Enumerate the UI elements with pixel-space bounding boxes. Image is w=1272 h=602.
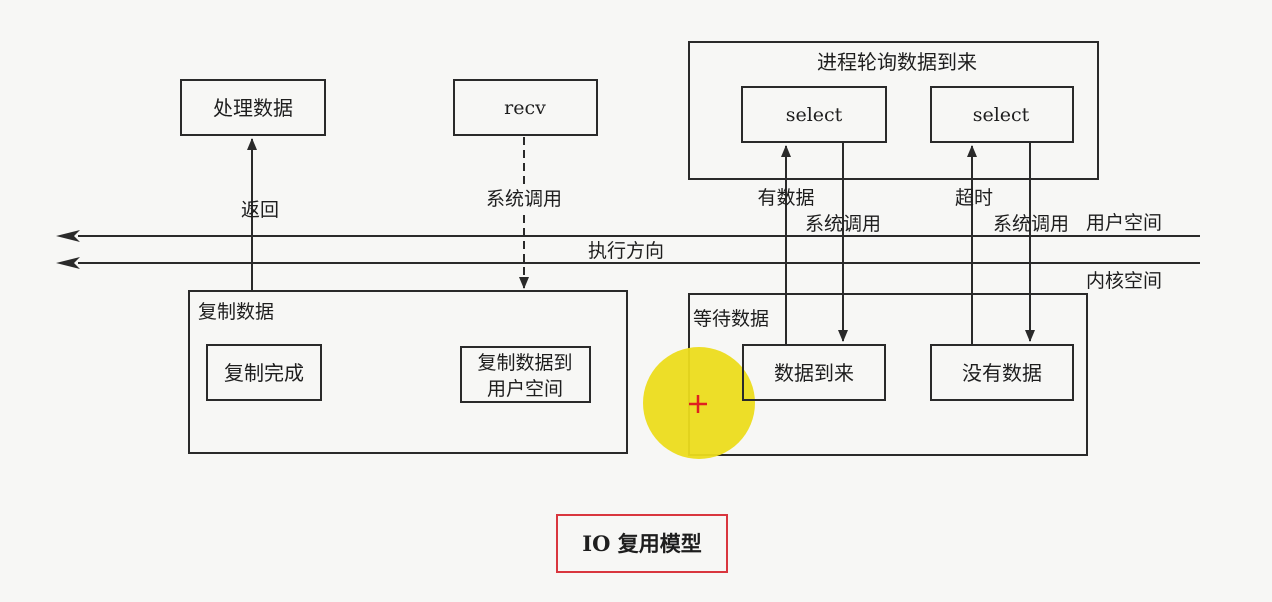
kernel-space-arrowhead — [56, 257, 80, 269]
select-box-2 — [930, 86, 1074, 143]
caption-frame — [556, 514, 728, 573]
copy-complete-box — [206, 344, 322, 401]
timeout-label: 超时 — [955, 187, 993, 209]
copy-complete-label: 复制完成 — [224, 361, 304, 385]
recv-box — [453, 79, 598, 136]
cursor-crosshair-icon — [689, 395, 707, 413]
caption: IO 复用模型 — [582, 531, 701, 556]
kernel-space-label: 内核空间 — [1086, 270, 1162, 292]
recv-syscall-label: 系统调用 — [486, 188, 562, 210]
process-data-box — [180, 79, 326, 136]
execution-direction-label: 执行方向 — [588, 240, 664, 262]
wait-data-group-label: 等待数据 — [693, 308, 769, 330]
user-space-label: 用户空间 — [1086, 212, 1162, 234]
select-label-1: select — [786, 104, 843, 126]
copy-to-user-box — [460, 346, 591, 403]
copy-data-group-label: 复制数据 — [198, 301, 274, 323]
syscall-label-2: 系统调用 — [993, 213, 1069, 235]
no-data-box — [930, 344, 1074, 401]
recv-label: recv — [504, 97, 546, 119]
polling-group-label: 进程轮询数据到来 — [817, 50, 977, 74]
polling-group — [688, 41, 1099, 180]
process-data-label: 处理数据 — [213, 96, 293, 120]
copy-to-user-line2: 用户空间 — [487, 378, 563, 400]
return-label: 返回 — [241, 199, 279, 221]
no-data-label: 没有数据 — [962, 361, 1042, 385]
data-arrived-label: 数据到来 — [774, 361, 854, 385]
has-data-label: 有数据 — [757, 187, 814, 209]
select-label-2: select — [973, 104, 1030, 126]
copy-to-user-line1: 复制数据到 — [477, 352, 572, 374]
user-space-arrowhead — [56, 230, 80, 242]
select-box-1 — [741, 86, 887, 143]
data-arrived-box — [742, 344, 886, 401]
copy-data-group — [188, 290, 628, 454]
syscall-label-1: 系统调用 — [805, 213, 881, 235]
